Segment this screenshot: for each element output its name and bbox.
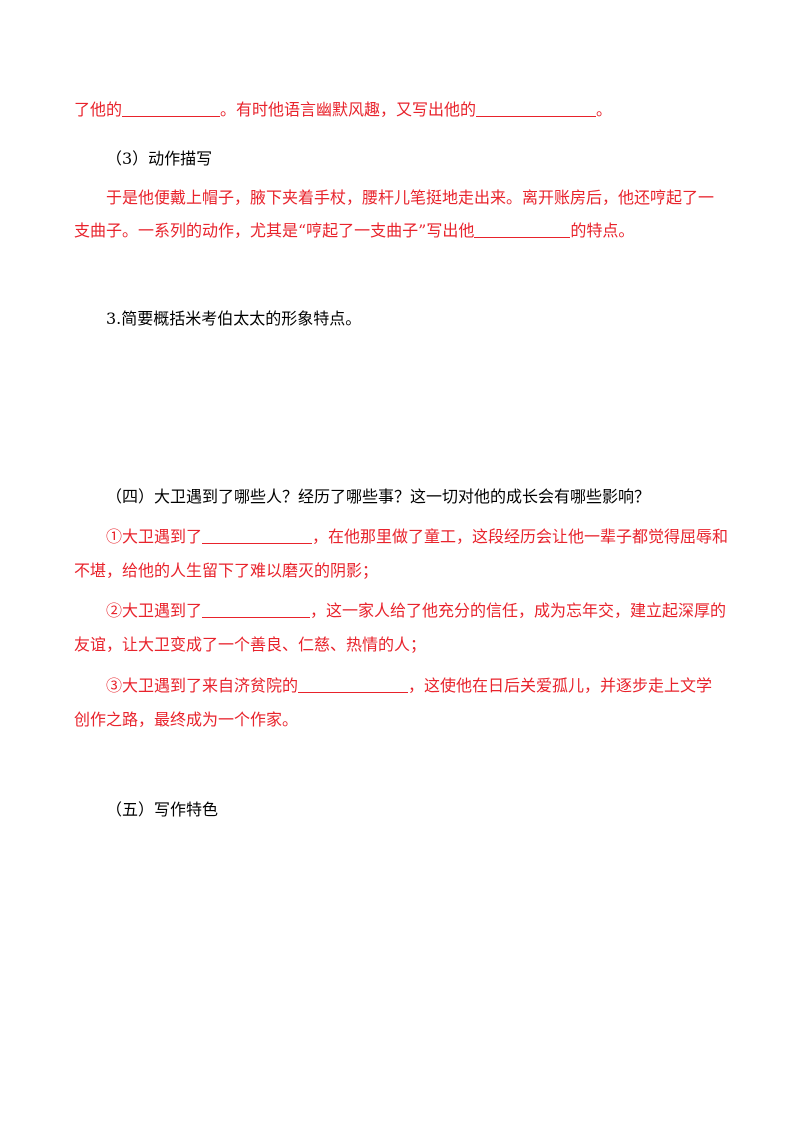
item-1-line1: ①大卫遇到了 ，在他那里做了童工，这段经历会让他一辈子都觉得屈辱和 xyxy=(106,526,728,548)
action-text-end: 的特点。 xyxy=(570,221,635,240)
item-3-line1: ③大卫遇到了来自济贫院的 ，这使他在日后关爱孤儿，并逐步走上文学 xyxy=(106,675,712,697)
personality-text-mid: 。有时他语言幽默风趣，又写出他的 xyxy=(220,100,477,119)
action-heading: （3）动作描写 xyxy=(106,149,213,168)
item-1-text-pre: ①大卫遇到了 xyxy=(106,527,203,546)
answer-blank[interactable] xyxy=(476,100,597,117)
answer-blank[interactable] xyxy=(298,676,409,693)
item-3-text-end: ，这使他在日后关爱孤儿，并逐步走上文学 xyxy=(408,676,713,695)
action-para-line1: 于是他便戴上帽子，腋下夹着手杖，腰杆儿笔挺地走出来。离开账房后，他还哼起了一 xyxy=(106,188,715,207)
question-3: 3.简要概括米考伯太太的形象特点。 xyxy=(106,309,362,328)
answer-blank[interactable] xyxy=(202,601,311,618)
item-2-line1: ②大卫遇到了 ，这一家人给了他充分的信任，成为忘年交，建立起深厚的 xyxy=(106,600,726,622)
section-4-heading: （四）大卫遇到了哪些人？经历了哪些事？这一切对他的成长会有哪些影响？ xyxy=(106,487,651,506)
item-2-line2: 友谊，让大卫变成了一个善良、仁慈、热情的人； xyxy=(74,635,427,654)
answer-blank[interactable] xyxy=(122,100,221,117)
personality-line: 了他的 。有时他语言幽默风趣，又写出他的 。 xyxy=(74,99,612,121)
answer-blank[interactable] xyxy=(202,527,313,544)
personality-text-pre: 了他的 xyxy=(74,100,123,119)
action-para-line2: 支曲子。一系列的动作，尤其是“哼起了一支曲子”写出他 的特点。 xyxy=(74,220,634,242)
item-2-text-end: ，这一家人给了他充分的信任，成为忘年交，建立起深厚的 xyxy=(310,601,727,620)
answer-blank[interactable] xyxy=(474,221,571,238)
item-2-text-pre: ②大卫遇到了 xyxy=(106,601,203,620)
action-text-pre: 支曲子。一系列的动作，尤其是“哼起了一支曲子”写出他 xyxy=(74,221,475,240)
personality-text-end: 。 xyxy=(596,100,613,119)
item-3-line2: 创作之路，最终成为一个作家。 xyxy=(74,710,299,729)
item-1-line2: 不堪，给他的人生留下了难以磨灭的阴影； xyxy=(74,561,379,580)
section-5-heading: （五）写作特色 xyxy=(106,800,219,819)
item-3-text-pre: ③大卫遇到了来自济贫院的 xyxy=(106,676,299,695)
item-1-text-end: ，在他那里做了童工，这段经历会让他一辈子都觉得屈辱和 xyxy=(312,527,729,546)
